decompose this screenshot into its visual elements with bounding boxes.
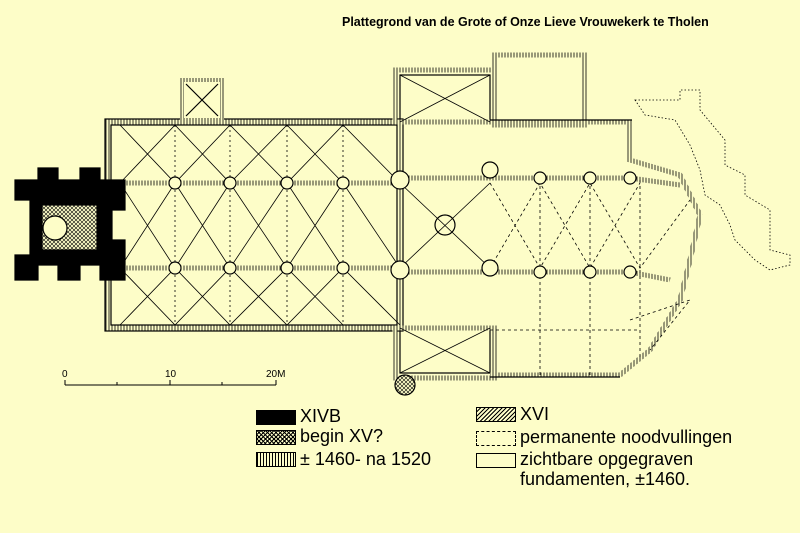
north-porch bbox=[180, 78, 224, 122]
legend-swatch-empty bbox=[476, 453, 516, 468]
legend-label: XIVB bbox=[300, 406, 342, 426]
scale-label-20: 20M bbox=[266, 369, 286, 380]
legend-swatch-crosshatch bbox=[256, 430, 296, 445]
scale-label-0: 0 bbox=[62, 369, 68, 380]
nave-outline bbox=[105, 119, 403, 331]
legend-label: permanente noodvullingen bbox=[520, 427, 733, 447]
legend-swatch-black bbox=[256, 410, 296, 425]
excavated-foundations bbox=[634, 89, 791, 271]
legend-label: begin XV? bbox=[300, 426, 384, 446]
legend-label: ± 1460- na 1520 bbox=[300, 449, 431, 469]
scale-bar bbox=[64, 380, 277, 386]
crossing-boss bbox=[434, 214, 456, 236]
scale-label-10: 10 bbox=[165, 369, 177, 380]
legend-swatch-vertical bbox=[256, 452, 296, 467]
legend-swatch-diagonal bbox=[476, 407, 516, 422]
choir-outline bbox=[490, 119, 703, 378]
legend-label: zichtbare opgegraven fundamenten, ±1460. bbox=[520, 449, 694, 489]
legend-label: XVI bbox=[520, 404, 550, 424]
plan-title: Plattegrond van de Grote of Onze Lieve V… bbox=[342, 15, 709, 29]
legend-swatch-dashed bbox=[476, 431, 516, 446]
sacristy bbox=[492, 52, 588, 128]
